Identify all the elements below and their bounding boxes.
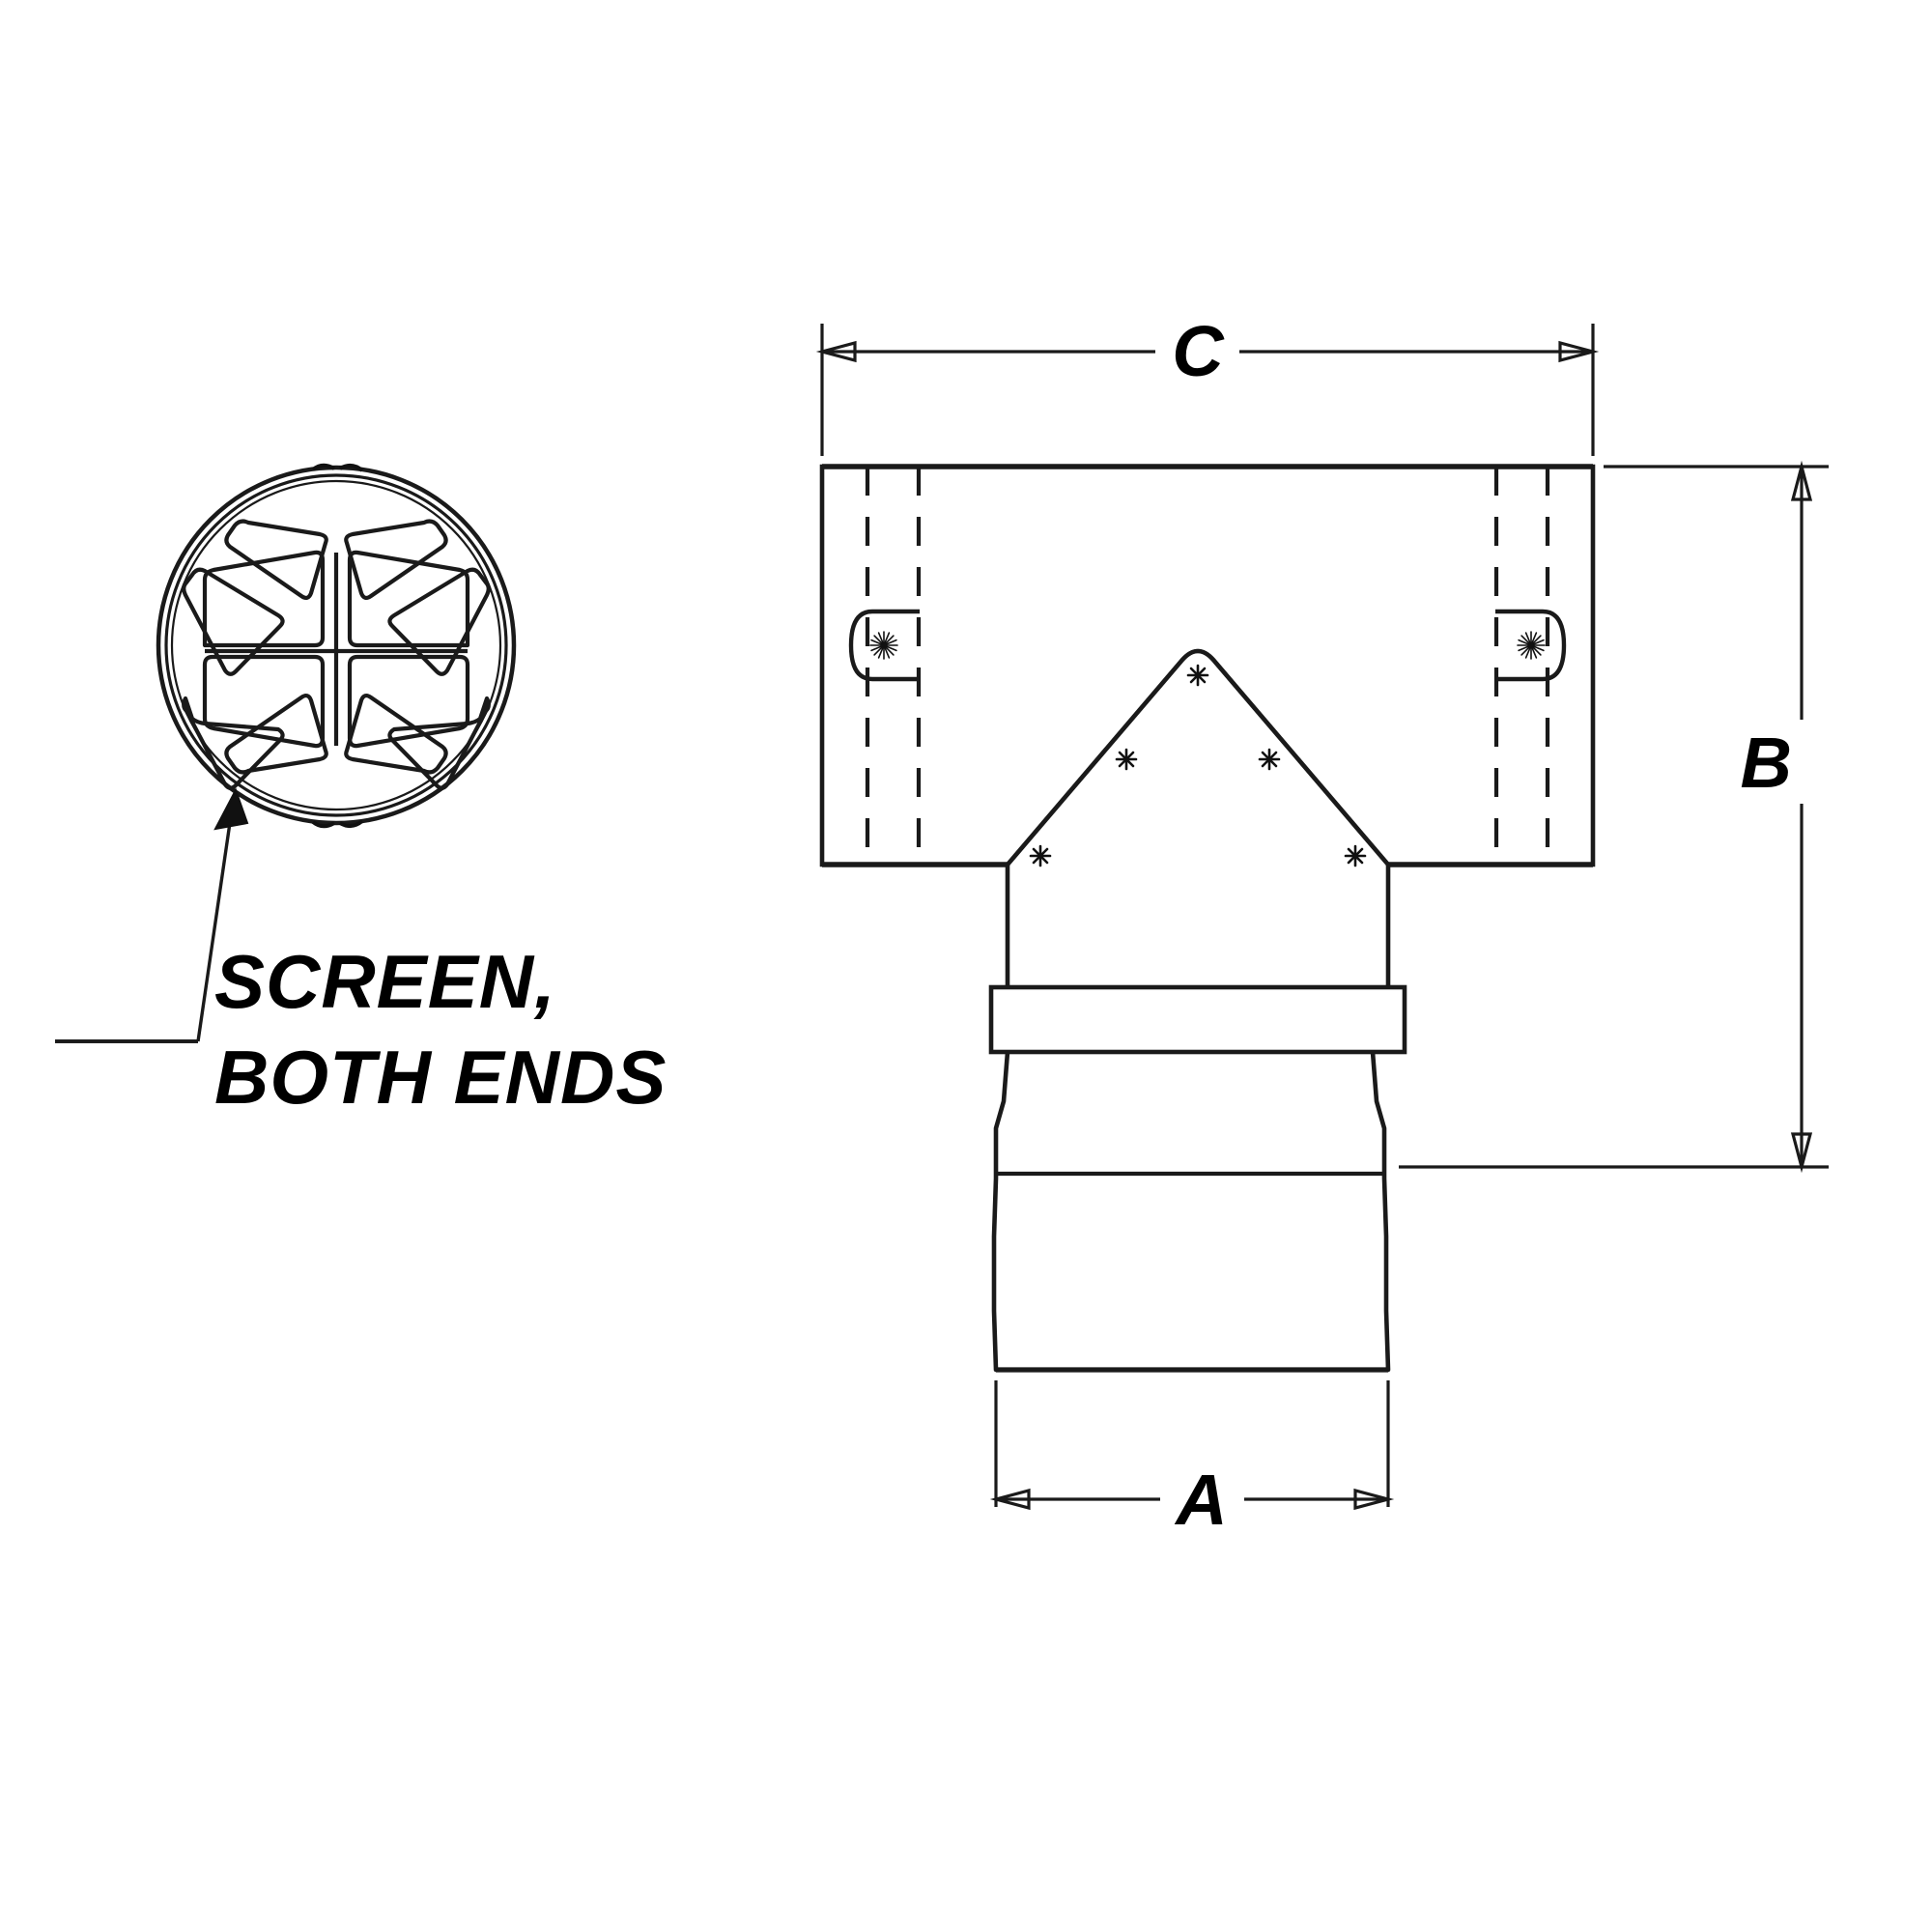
dim-b-label: B — [1741, 723, 1792, 803]
screen-end-view — [156, 463, 517, 829]
dimension-A: A — [994, 1380, 1390, 1540]
screw-star-left — [869, 631, 898, 660]
screen-cross-ribs — [205, 553, 468, 746]
screen-outer-rim-icon — [156, 465, 517, 826]
dimension-C: C — [820, 311, 1595, 456]
rivet-lower-left — [1029, 844, 1052, 867]
cap-hidden-seams-right — [1493, 467, 1550, 865]
leader-diagonal-line — [196, 809, 234, 1042]
rivet-upper-right — [1258, 748, 1281, 771]
screen-note-leader — [55, 787, 249, 1043]
screen-inner-rim-icon — [164, 473, 508, 817]
screen-rim-clips — [311, 463, 364, 829]
rivet-upper-left — [1115, 748, 1138, 771]
dimension-B: B — [1399, 465, 1829, 1169]
cap-hidden-seams-left — [865, 467, 922, 865]
screw-star-right — [1517, 631, 1546, 660]
dim-c-label: C — [1172, 311, 1225, 391]
dim-a-label: A — [1174, 1460, 1227, 1540]
screw-pocket-right — [1495, 609, 1567, 682]
arrow-leader-icon — [213, 787, 249, 831]
cap-front-elevation — [819, 464, 1596, 1373]
cap-body-outline — [819, 464, 1596, 867]
cap-peak-profile — [1006, 648, 1390, 867]
screen-rim-highlight-icon — [170, 479, 502, 811]
screen-outer-panes — [182, 519, 491, 790]
screen-note-line-1: SCREEN, — [214, 939, 556, 1024]
rivet-lower-right — [1344, 844, 1367, 867]
screw-pocket-left — [848, 609, 920, 682]
pipe-lower-body — [991, 1051, 1391, 1373]
pipe-collar-band — [988, 984, 1407, 1055]
screen-note-line-2: BOTH ENDS — [214, 1035, 667, 1120]
rivet-peak — [1186, 664, 1209, 687]
